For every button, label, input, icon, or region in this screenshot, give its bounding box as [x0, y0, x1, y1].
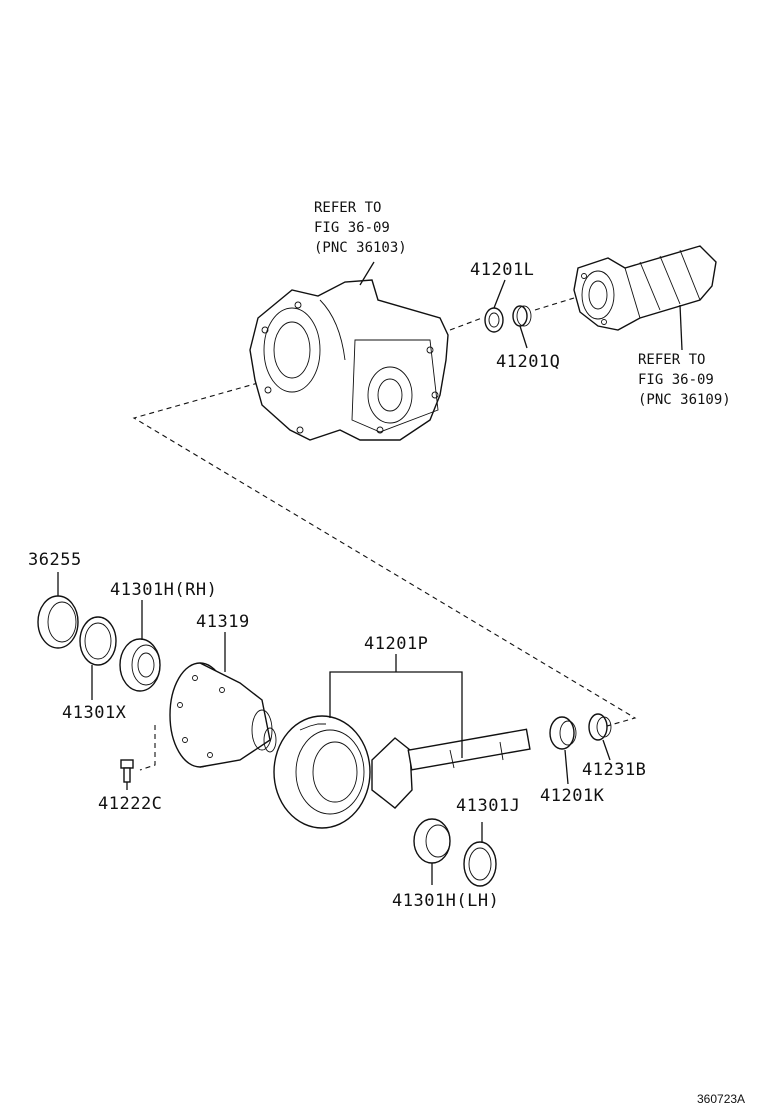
bearing-41301H-LH [413, 818, 451, 864]
oil-seal-41201L [484, 307, 504, 333]
leader-lines [57, 261, 683, 885]
assembly-guide-lines [132, 297, 637, 771]
transfer-case-housing [249, 279, 449, 441]
bearing-41201K [549, 716, 577, 750]
refer-right-line1: REFER TO [638, 352, 706, 368]
part-label-41301H-RH: 41301H(RH) [110, 580, 218, 600]
bearing-41301H-RH [119, 638, 161, 692]
refer-right-line3: (PNC 36109) [638, 392, 731, 408]
part-label-41319: 41319 [196, 612, 250, 632]
part-label-41201P: 41201P [364, 634, 429, 654]
part-label-41301H-LH: 41301H(LH) [392, 891, 500, 911]
refer-note-right: REFER TO FIG 36-09 (PNC 36109) [638, 350, 731, 410]
shim-41301X [79, 616, 117, 666]
part-label-41201L: 41201L [470, 260, 535, 280]
part-label-41301X: 41301X [62, 703, 127, 723]
part-label-41301J: 41301J [456, 796, 521, 816]
refer-top-line1: REFER TO [314, 200, 382, 216]
bolt-41222C [120, 759, 134, 783]
bushing-41201Q [512, 305, 532, 327]
refer-top-line3: (PNC 36103) [314, 240, 407, 256]
differential-case-41319 [169, 662, 277, 768]
ring-gear-41201P [273, 715, 371, 829]
part-label-41222C: 41222C [98, 794, 163, 814]
figure-code: 360723A [697, 1092, 746, 1106]
part-label-41201K: 41201K [540, 786, 605, 806]
shim-41301J [463, 841, 497, 887]
drive-pinion-41201P [371, 728, 531, 809]
refer-top-line2: FIG 36-09 [314, 220, 390, 236]
part-label-41201Q: 41201Q [496, 352, 561, 372]
part-label-41231B: 41231B [582, 760, 647, 780]
refer-note-top: REFER TO FIG 36-09 (PNC 36103) [314, 198, 407, 258]
part-label-36255: 36255 [28, 550, 82, 570]
oil-seal-36255 [37, 595, 79, 649]
refer-right-line2: FIG 36-09 [638, 372, 714, 388]
extension-housing [573, 245, 717, 331]
spacer-41231B [588, 713, 612, 741]
